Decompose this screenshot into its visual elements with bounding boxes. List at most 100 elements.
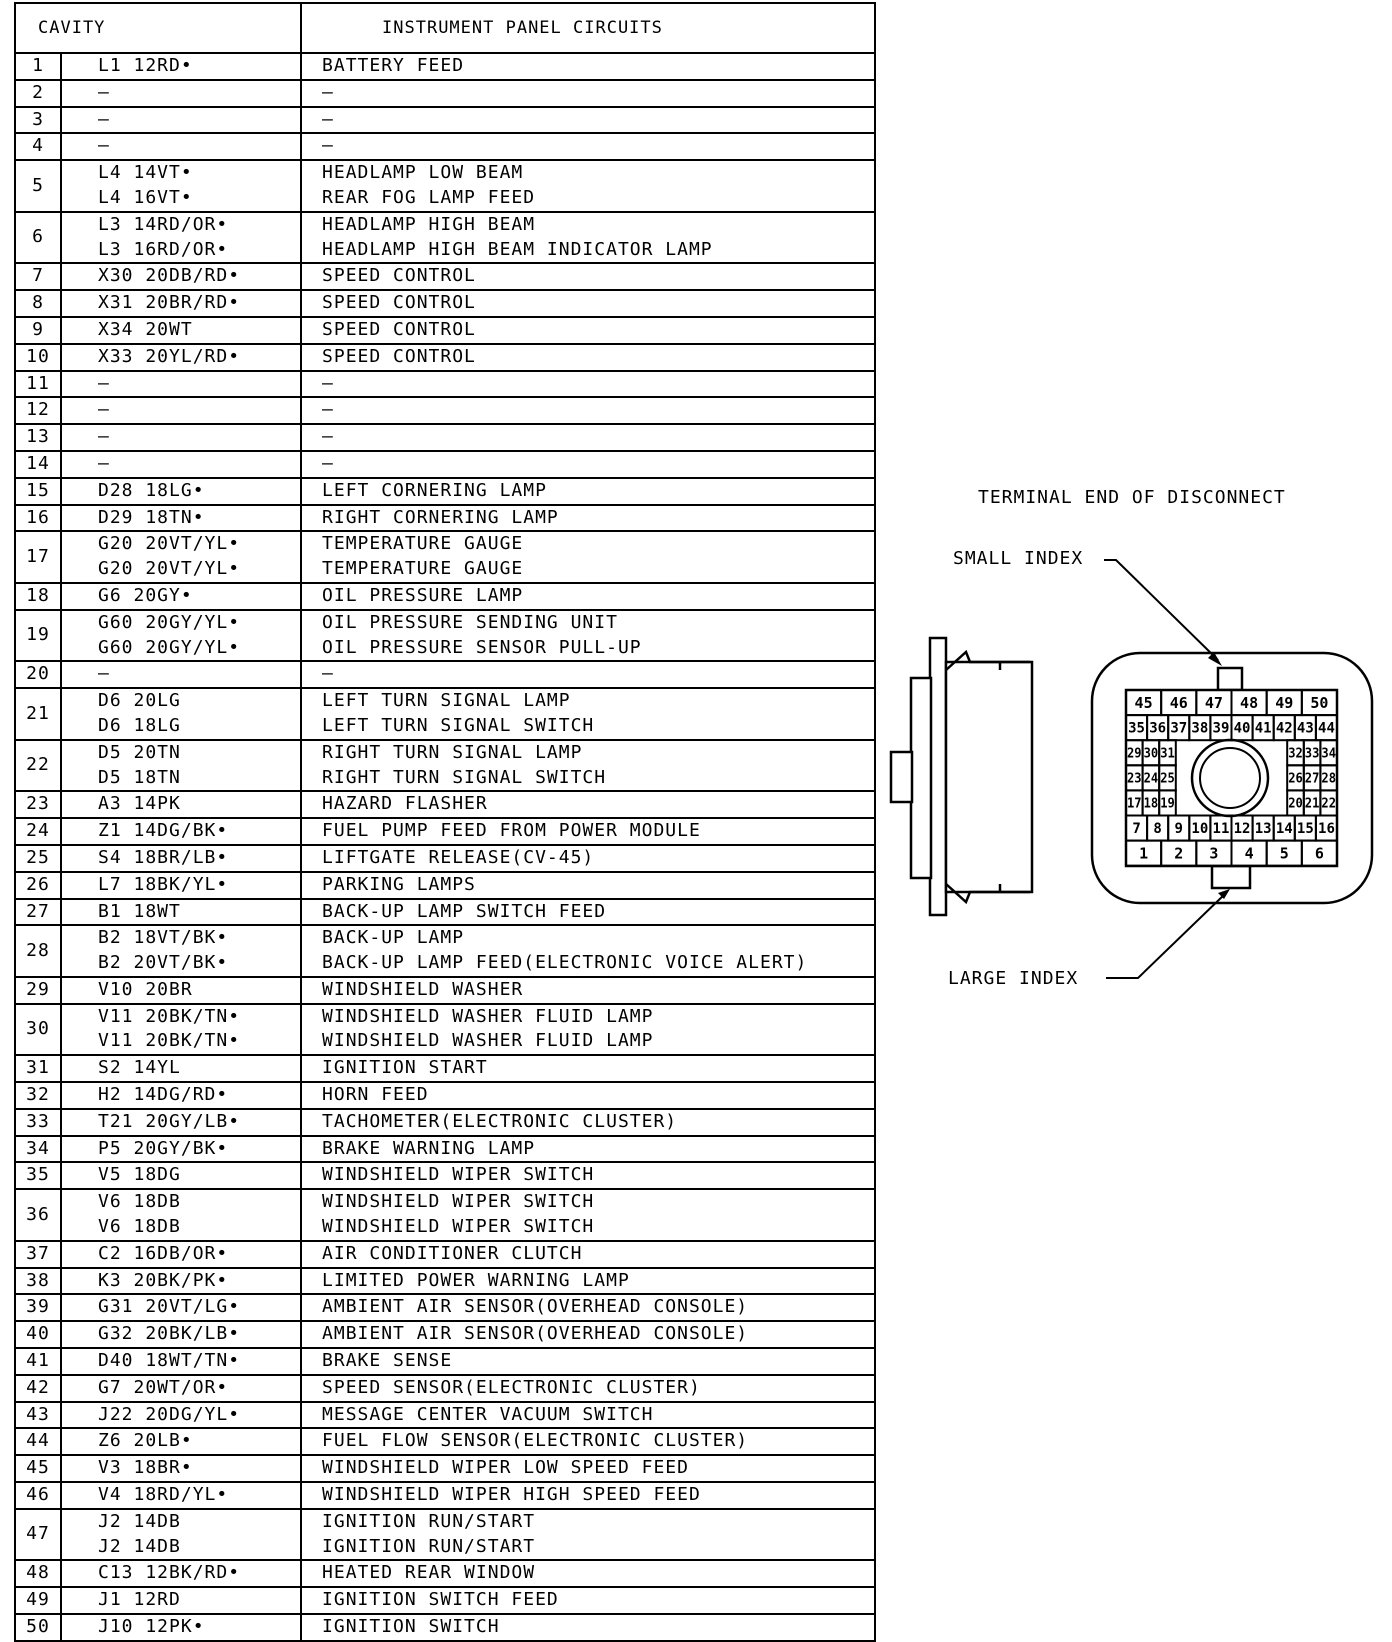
circuit-description-cell: TACHOMETER(ELECTRONIC CLUSTER) — [300, 1107, 876, 1137]
pin-number: 38 — [1191, 721, 1208, 737]
circuit-description-cell: PARKING LAMPS — [300, 870, 876, 900]
circuit-description: SPEED CONTROL — [322, 292, 476, 314]
circuit-description-cell: SPEED CONTROL — [300, 342, 876, 372]
cavity-number: 41 — [14, 1347, 62, 1376]
cavity-number: 46 — [14, 1481, 62, 1510]
pin-cell — [1141, 764, 1161, 792]
pin-cell — [1158, 764, 1177, 792]
wire-code: S2 14YL — [98, 1057, 181, 1079]
wire-code-cell: G20 20VT/YL•G20 20VT/YL• — [59, 530, 303, 584]
large-index-leader — [1106, 892, 1227, 979]
wire-code-cell: V5 18DG — [59, 1161, 303, 1191]
wire-code: L3 14RD/OR• — [98, 213, 229, 235]
table-row: 14—— — [14, 449, 876, 479]
small-index-leader — [1104, 559, 1219, 661]
pin-number: 40 — [1234, 721, 1251, 737]
wire-code-cell: X34 20WT — [59, 315, 303, 345]
cavity-number: 45 — [14, 1454, 62, 1484]
wire-code-cell: — — [59, 423, 303, 452]
table-row: 2—— — [14, 78, 876, 108]
cavity-number: 12 — [14, 396, 62, 426]
pin-number: 16 — [1318, 821, 1335, 837]
circuit-description-cell: BACK-UP LAMP SWITCH FEED — [300, 897, 876, 927]
pin-cell — [1319, 789, 1339, 817]
connector-side-view — [889, 636, 1034, 917]
wire-code-cell: X30 20DB/RD• — [59, 262, 303, 292]
circuit-description-cell: IGNITION SWITCH — [300, 1613, 876, 1642]
wire-code-cell: G7 20WT/OR• — [59, 1373, 303, 1403]
wire-code: D6 20LG — [98, 690, 181, 712]
wire-code-cell: L1 12RD• — [59, 52, 303, 81]
wire-code: D5 18TN — [98, 766, 181, 788]
cavity-number: 37 — [14, 1239, 62, 1269]
circuit-description: REAR FOG LAMP FEED — [322, 186, 536, 208]
wire-code: — — [98, 81, 110, 103]
circuit-description: BRAKE SENSE — [322, 1350, 453, 1372]
pin-number: 17 — [1127, 797, 1142, 812]
wire-code: X33 20YL/RD• — [98, 345, 241, 367]
wire-code: — — [98, 452, 110, 474]
wire-code-cell: V4 18RD/YL• — [59, 1481, 303, 1510]
wire-code: K3 20BK/PK• — [98, 1269, 229, 1291]
pin-number: 25 — [1160, 772, 1175, 787]
circuit-description: — — [322, 452, 334, 474]
pin-cell — [1230, 714, 1254, 742]
circuit-description: TEMPERATURE GAUGE — [322, 533, 524, 555]
pin-cell — [1286, 764, 1305, 792]
wire-code: T21 20GY/LB• — [98, 1110, 241, 1132]
circuit-description-cell: — — [300, 78, 876, 108]
pin-number: 13 — [1255, 821, 1272, 837]
pin-number: 35 — [1128, 721, 1145, 737]
wire-code-cell: D40 18WT/TN• — [59, 1347, 303, 1376]
circuit-description: RIGHT CORNERING LAMP — [322, 506, 559, 528]
wire-code: L4 16VT• — [98, 186, 193, 208]
circuit-description-cell: LIFTGATE RELEASE(CV-45) — [300, 843, 876, 873]
pin-number: 21 — [1305, 797, 1320, 812]
pin-number: 42 — [1276, 721, 1293, 737]
pin-cell — [1167, 814, 1191, 842]
circuit-description: BACK-UP LAMP FEED(ELECTRONIC VOICE ALERT… — [322, 952, 808, 974]
pin-cell — [1293, 814, 1317, 842]
wire-code: — — [98, 108, 110, 130]
pin-number: 37 — [1170, 721, 1187, 737]
circuit-description-cell: SPEED CONTROL — [300, 289, 876, 318]
cavity-number: 18 — [14, 581, 62, 611]
circuit-description: BATTERY FEED — [322, 55, 465, 76]
wire-code: L3 16RD/OR• — [98, 238, 229, 260]
circuit-description-cell: HORN FEED — [300, 1081, 876, 1110]
circuit-description: SPEED CONTROL — [322, 345, 476, 367]
cavity-number: 29 — [14, 975, 62, 1005]
circuit-description-cell: BRAKE WARNING LAMP — [300, 1134, 876, 1164]
pin-number: 14 — [1276, 821, 1293, 837]
wire-code: A3 14PK — [98, 793, 181, 815]
pin-number: 28 — [1321, 772, 1336, 787]
pin-cell — [1209, 714, 1233, 742]
pin-cell — [1251, 714, 1275, 742]
wire-code-cell: Z1 14DG/BK• — [59, 817, 303, 846]
cavity-number: 17 — [14, 530, 62, 584]
pin-number: 46 — [1170, 694, 1188, 712]
circuit-description: AIR CONDITIONER CLUTCH — [322, 1242, 583, 1264]
wire-code: V10 20BR — [98, 978, 193, 1000]
wire-code: G20 20VT/YL• — [98, 533, 241, 555]
pin-number: 43 — [1297, 721, 1314, 737]
pin-number: 23 — [1127, 772, 1142, 787]
pin-cell — [1158, 739, 1177, 767]
cavity-number: 40 — [14, 1320, 62, 1350]
cavity-number: 25 — [14, 843, 62, 873]
wire-code: S4 18BR/LB• — [98, 846, 229, 868]
circuit-description: — — [322, 81, 334, 103]
circuit-description-cell: FUEL PUMP FEED FROM POWER MODULE — [300, 817, 876, 846]
